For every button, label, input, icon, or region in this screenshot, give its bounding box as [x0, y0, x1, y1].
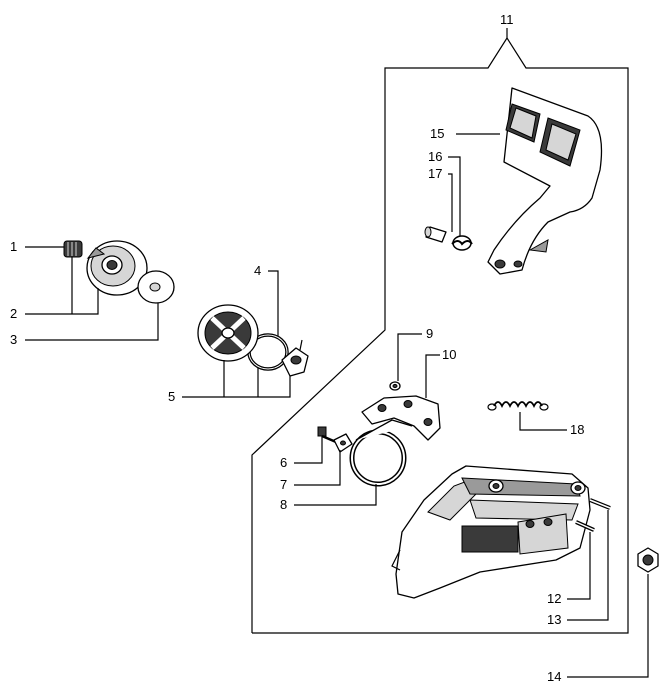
callout-5: 5 — [168, 389, 175, 404]
callout-15: 15 — [430, 126, 444, 141]
callout-10: 10 — [442, 347, 456, 362]
callout-4: 4 — [254, 263, 261, 278]
callout-6: 6 — [280, 455, 287, 470]
callout-labels: 11 1 2 3 4 5 6 7 8 9 10 15 16 17 18 12 1… — [10, 12, 584, 684]
washer — [137, 270, 175, 304]
callout-11: 11 — [500, 12, 514, 27]
brake-band — [349, 419, 413, 487]
callout-2: 2 — [10, 306, 17, 321]
sprocket-cover — [391, 465, 591, 599]
clutch-drum — [86, 240, 148, 296]
small-nut — [389, 381, 401, 391]
stud-12 — [575, 520, 595, 532]
pin — [424, 226, 447, 243]
stud-13 — [589, 498, 611, 510]
screw — [317, 426, 337, 444]
callout-12: 12 — [547, 591, 561, 606]
callout-18: 18 — [570, 422, 584, 437]
brake-lever — [361, 395, 441, 441]
needle-bearing — [63, 240, 83, 258]
callout-7: 7 — [280, 477, 287, 492]
clutch-shoes — [197, 304, 309, 377]
callout-8: 8 — [280, 497, 287, 512]
callout-13: 13 — [547, 612, 561, 627]
callout-3: 3 — [10, 332, 17, 347]
bracket-plate — [333, 433, 353, 453]
callout-9: 9 — [426, 326, 433, 341]
small-spring — [451, 235, 473, 251]
callout-1: 1 — [10, 239, 17, 254]
chain-nut — [637, 547, 659, 573]
hand-guard — [487, 87, 603, 275]
tension-spring — [487, 401, 549, 411]
callout-16: 16 — [428, 149, 442, 164]
leader-lines — [25, 28, 649, 678]
callout-14: 14 — [547, 669, 561, 684]
group-frame-11 — [251, 36, 629, 634]
callout-17: 17 — [428, 166, 442, 181]
